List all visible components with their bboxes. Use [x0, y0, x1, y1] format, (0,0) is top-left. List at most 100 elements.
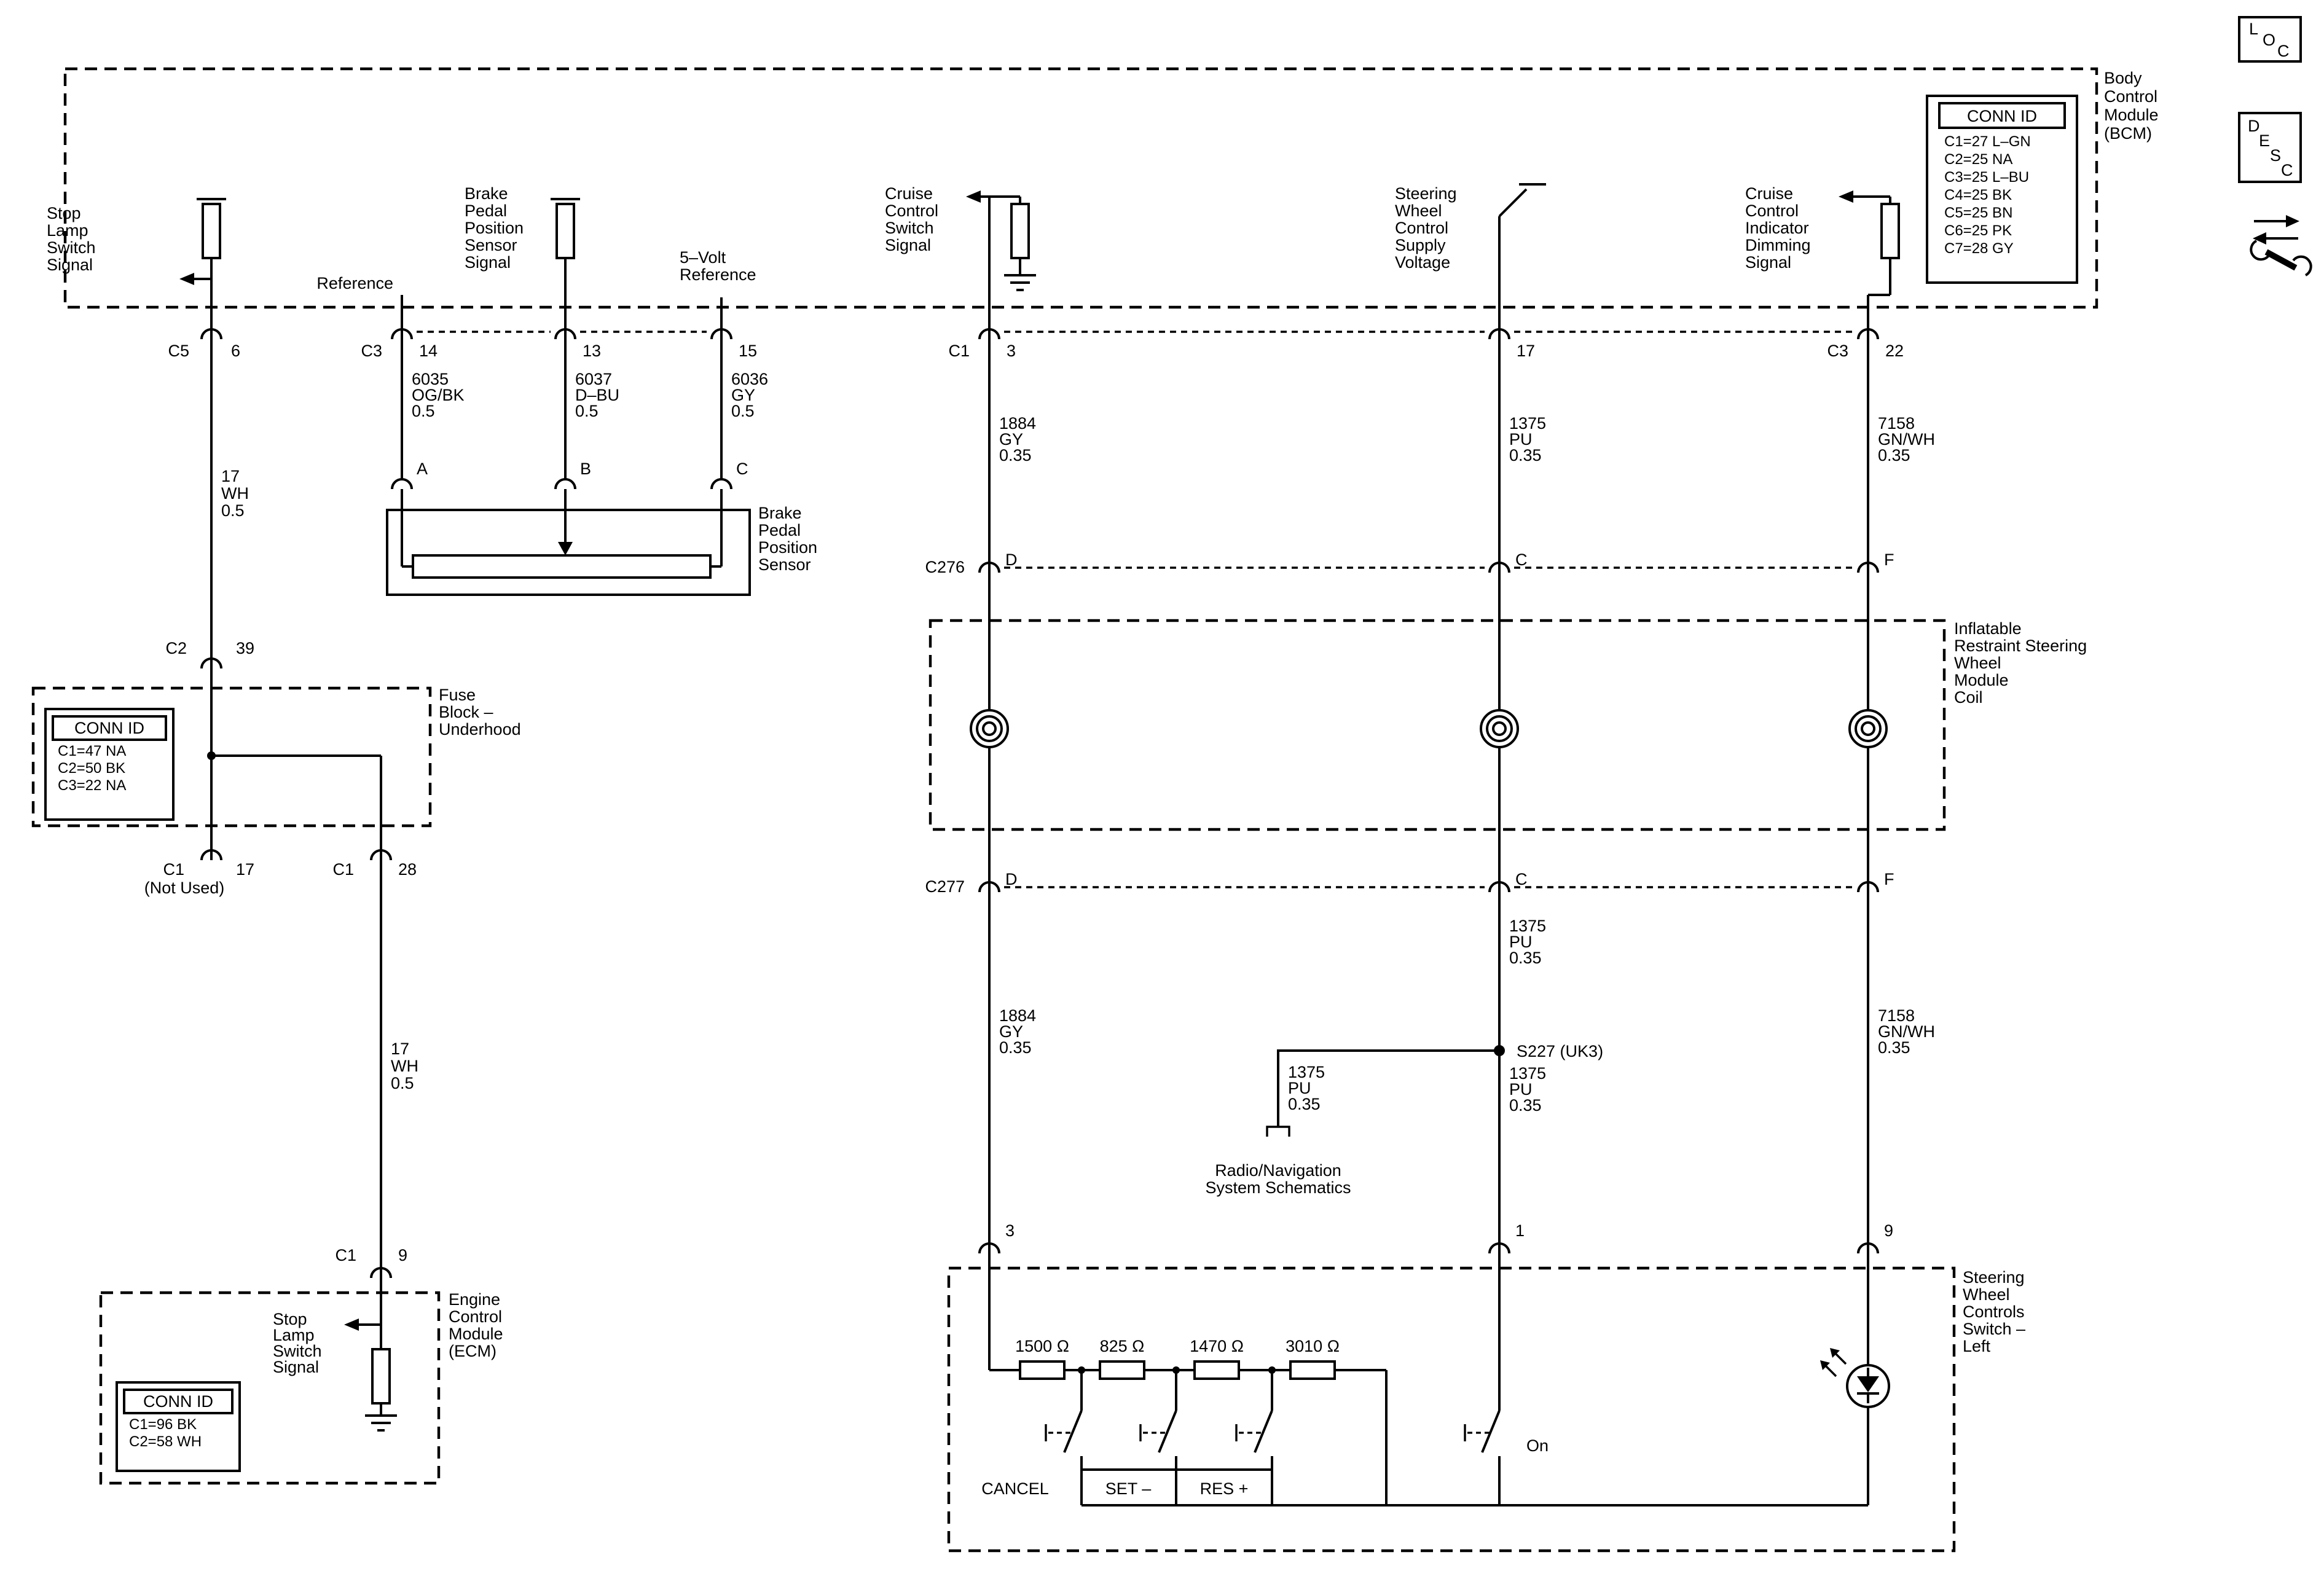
conn-id-title-box — [123, 1389, 234, 1414]
resistor — [1289, 1360, 1336, 1380]
connector-pin — [1857, 562, 1879, 573]
resistor — [1010, 203, 1030, 259]
ground-icon — [365, 1414, 397, 1432]
pin-label: 3 — [1005, 1221, 1015, 1240]
pin-label: C3 — [1827, 342, 1848, 360]
pin-label: C — [1515, 870, 1528, 888]
signal-arrow — [179, 273, 194, 285]
connector-pin — [1488, 562, 1510, 573]
resistor — [555, 203, 575, 259]
ecm-boundary-box — [99, 1291, 441, 1485]
resistor-value: 825 Ω — [1100, 1337, 1145, 1355]
wrench-icon — [2250, 240, 2312, 276]
pin-label: F — [1884, 550, 1894, 569]
cancel-switch: CANCEL — [981, 1370, 1083, 1505]
pin-label: C3 — [361, 342, 382, 360]
switch-blade — [1481, 1410, 1501, 1453]
pin-label: 14 — [419, 342, 438, 360]
sensor-box — [386, 509, 751, 596]
coil-icon — [970, 709, 1009, 748]
offpage-connector-icon — [1266, 1126, 1290, 1137]
cancel-label: CANCEL — [981, 1479, 1049, 1498]
pin-label: C — [736, 460, 748, 478]
coil-icon — [1848, 709, 1888, 748]
pin-label: C2 — [165, 639, 187, 657]
pin-label: 17 — [236, 860, 254, 879]
resistor-value: 3010 Ω — [1286, 1337, 1340, 1355]
switch-blade — [1063, 1410, 1083, 1453]
pin-label: 1 — [1515, 1221, 1525, 1240]
set-label: SET – — [1105, 1479, 1152, 1498]
loc-button[interactable]: L O C — [2238, 16, 2302, 63]
pin-label: C1 — [332, 860, 354, 879]
reference-label: Reference — [316, 274, 393, 292]
signal-arrow — [1839, 190, 1853, 203]
connector-pin — [1857, 881, 1879, 893]
connector-pin — [1488, 1242, 1510, 1254]
indicator-led-icon — [1820, 1348, 1890, 1505]
desc-button[interactable]: D E S C — [2238, 112, 2302, 183]
coil-icon — [1480, 709, 1519, 748]
conn-id-title: CONN ID — [74, 719, 144, 737]
resistor — [1193, 1360, 1240, 1380]
connector-pin — [978, 562, 1000, 573]
swap-arrows-icon — [2253, 215, 2299, 245]
pin-label: 15 — [739, 342, 757, 360]
conn-id-outer-box — [44, 708, 175, 821]
pin-label: C5 — [168, 342, 189, 360]
signal-arrow — [344, 1318, 359, 1331]
connector-pin — [978, 881, 1000, 893]
pin-label: 28 — [398, 860, 417, 879]
switch-blade — [1158, 1410, 1177, 1453]
not-used-label: (Not Used) — [144, 879, 225, 897]
connector-pin — [1857, 1242, 1879, 1254]
schematic-tools-button[interactable] — [2250, 215, 2312, 276]
connector-pin — [391, 478, 413, 490]
ground-icon — [1004, 274, 1036, 291]
potentiometer-element — [412, 554, 712, 579]
conn-id-title-box — [52, 715, 167, 741]
branch-wire — [1277, 1049, 1499, 1127]
pin-label: 22 — [1885, 342, 1904, 360]
conn-id-title-box — [1938, 102, 2066, 129]
bcm-pins: C5 6 C3 14 13 15 C1 3 17 C3 22 — [168, 328, 1904, 360]
pin-label: F — [1884, 870, 1894, 888]
pin-label: C — [1515, 550, 1528, 569]
resistor-ladder: 1500 Ω 825 Ω 1470 Ω 3010 Ω — [989, 1337, 1388, 1505]
inline-connector-c276: C276 D C F — [925, 550, 1894, 576]
on-label: On — [1526, 1436, 1549, 1455]
loc-letter: L — [2249, 20, 2258, 38]
bcm-boundary-box — [63, 67, 2098, 309]
resistor — [202, 203, 221, 259]
loc-letter: C — [2277, 42, 2290, 60]
resistor — [1019, 1360, 1066, 1380]
resistor — [371, 1348, 391, 1405]
resistor — [1880, 203, 1900, 259]
pin-label: C1 — [163, 860, 184, 879]
